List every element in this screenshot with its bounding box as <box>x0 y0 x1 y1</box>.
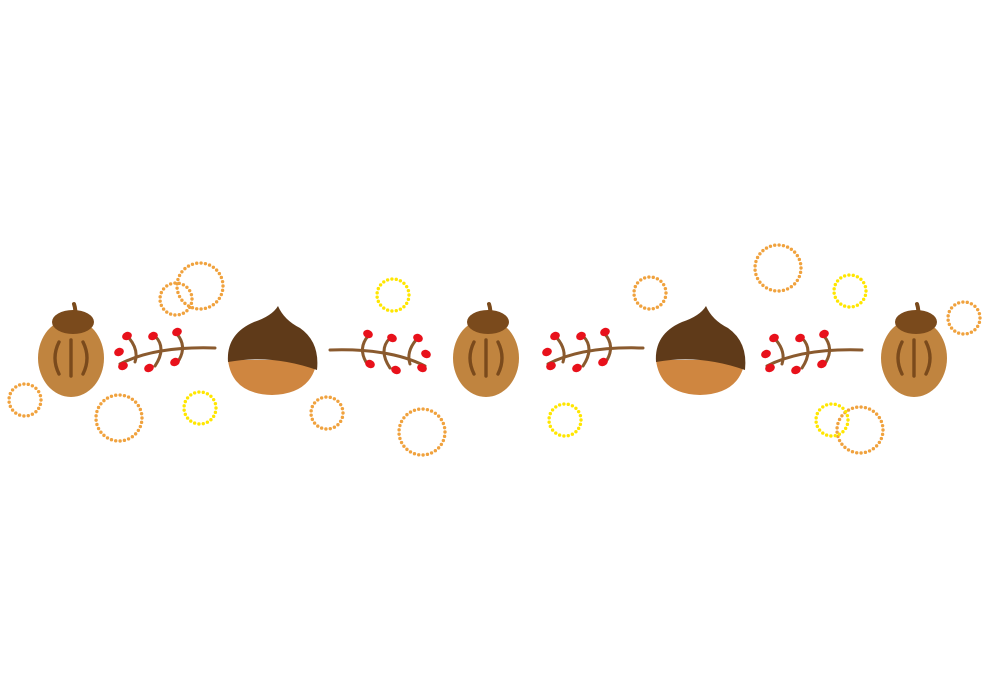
chestnut-icon <box>655 306 746 395</box>
dotted-ring-orange <box>94 393 144 443</box>
dotted-ring-orange <box>158 281 194 317</box>
acorn-icon <box>453 302 519 397</box>
dotted-ring-yellow <box>182 390 218 426</box>
dotted-ring-orange <box>946 300 982 336</box>
dotted-ring-yellow <box>832 273 868 309</box>
dotted-ring-orange <box>309 395 345 431</box>
berry-branch-icon <box>328 329 431 375</box>
dotted-ring-orange <box>7 382 43 418</box>
acorn-icon <box>38 302 104 397</box>
dotted-ring-orange <box>753 243 803 293</box>
dotted-ring-yellow <box>375 277 411 313</box>
acorn-icon <box>881 302 947 397</box>
dotted-ring-yellow <box>814 402 850 438</box>
dotted-ring-yellow <box>547 402 583 438</box>
dotted-ring-orange <box>397 407 447 457</box>
berry-branch-icon <box>114 327 217 373</box>
dotted-ring-orange <box>632 275 668 311</box>
dotted-ring-orange <box>835 405 885 455</box>
dotted-ring-orange <box>175 261 225 311</box>
berry-branch-icon <box>761 329 864 375</box>
chestnut-icon <box>227 306 318 395</box>
berry-branch-icon <box>542 327 645 373</box>
